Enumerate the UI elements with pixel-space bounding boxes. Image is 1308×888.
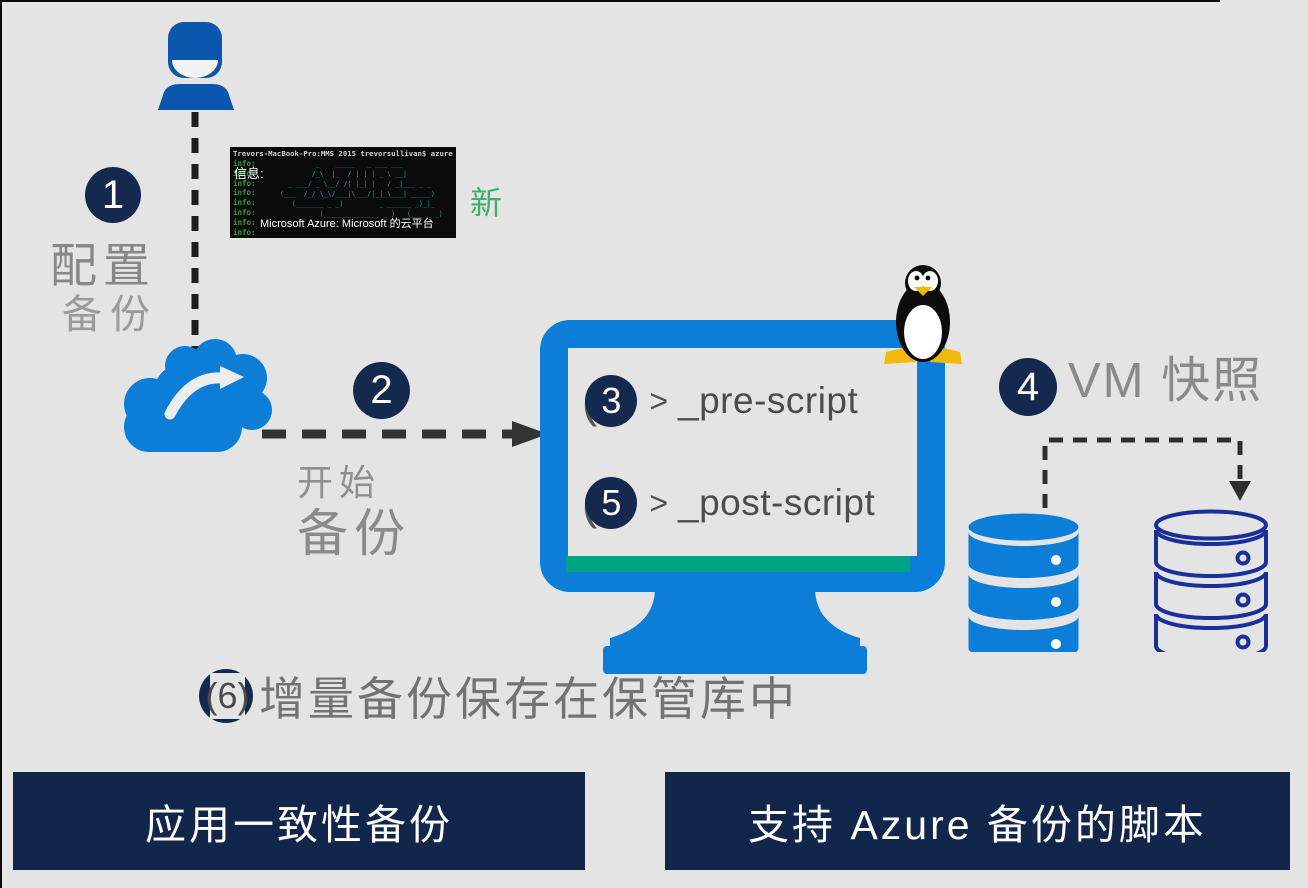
banner-azure-backup-scripts: 支持 Azure 备份的脚本 <box>665 772 1290 870</box>
step-2-number: 2 <box>370 368 393 412</box>
banner-left-text: 应用一致性备份 <box>145 802 453 848</box>
pre-script-command: _pre-script <box>678 380 859 421</box>
monitor-taskbar <box>566 556 910 572</box>
step-2-label-line2: 备份 <box>297 505 412 563</box>
backup-cloud-icon <box>124 339 272 452</box>
step-6-label: 增量备份保存在保管库中 <box>259 673 798 725</box>
terminal-prompt-line: Trevors-MacBook-Pro:MMS 2015 trevorsulli… <box>233 149 453 158</box>
new-badge: 新 <box>470 185 503 221</box>
step-6-badge: (6) <box>199 669 253 723</box>
dashed-arrow-horizontal <box>262 421 548 447</box>
post-script-command: _post-script <box>678 482 876 523</box>
step-4-number: 4 <box>1016 364 1040 409</box>
banner-right-text: 支持 Azure 备份的脚本 <box>748 802 1207 848</box>
monitor-stand <box>603 588 867 674</box>
user-icon <box>158 22 234 110</box>
step-5-prompt-gt: > <box>649 484 669 521</box>
azure-cli-terminal: Trevors-MacBook-Pro:MMS 2015 trevorsulli… <box>230 147 456 238</box>
step-2-badge: 2 <box>353 362 410 419</box>
banner-app-consistent-backup: 应用一致性备份 <box>13 772 585 870</box>
step-3-prompt-gt: > <box>649 382 669 419</box>
backup-vault-icon <box>1154 509 1268 652</box>
step-1-label-line2: 备份 <box>62 292 158 337</box>
step-2-label-line1: 开始 <box>297 462 382 503</box>
restore-arrow <box>164 372 228 420</box>
terminal-info-column: info: info: info: info: info: info: info… <box>233 159 256 237</box>
step-1-label: 配置 备份 <box>50 239 158 337</box>
azure-ascii-art: _ _____ _ ___ ___ /_\ |_ / | | | _ \ __|… <box>279 160 443 218</box>
snapshot-dashed-path <box>1042 437 1251 508</box>
terminal-caption: Microsoft Azure: Microsoft 的云平台 <box>260 218 434 230</box>
step-1-badge: 1 <box>85 167 141 223</box>
vm-disk-icon <box>968 513 1079 652</box>
pre-script-row: ( 3 > _pre-script <box>582 374 858 428</box>
step-3-number: 3 <box>601 380 622 421</box>
step-4-label: VM 快照 <box>1068 354 1264 408</box>
terminal-info-label-zh: 信息: <box>234 166 264 181</box>
left-border <box>0 0 2 888</box>
step-2-label: 开始 备份 <box>297 462 412 563</box>
step-4-badge: 4 <box>999 358 1057 416</box>
post-script-row: ( 5 > _post-script <box>582 476 875 530</box>
tux-linux-icon <box>884 265 962 364</box>
top-border <box>0 0 1220 2</box>
step-5-badge: 5 <box>585 477 638 529</box>
step-6-number: (6) <box>206 673 250 719</box>
step-5-number: 5 <box>601 482 622 523</box>
dashed-connector-vertical <box>191 112 199 350</box>
step-1-label-line1: 配置 <box>50 239 156 292</box>
step-3-badge: 3 <box>585 375 638 427</box>
step-1-number: 1 <box>101 172 125 217</box>
step-6-row: (6) 增量备份保存在保管库中 <box>199 663 798 729</box>
